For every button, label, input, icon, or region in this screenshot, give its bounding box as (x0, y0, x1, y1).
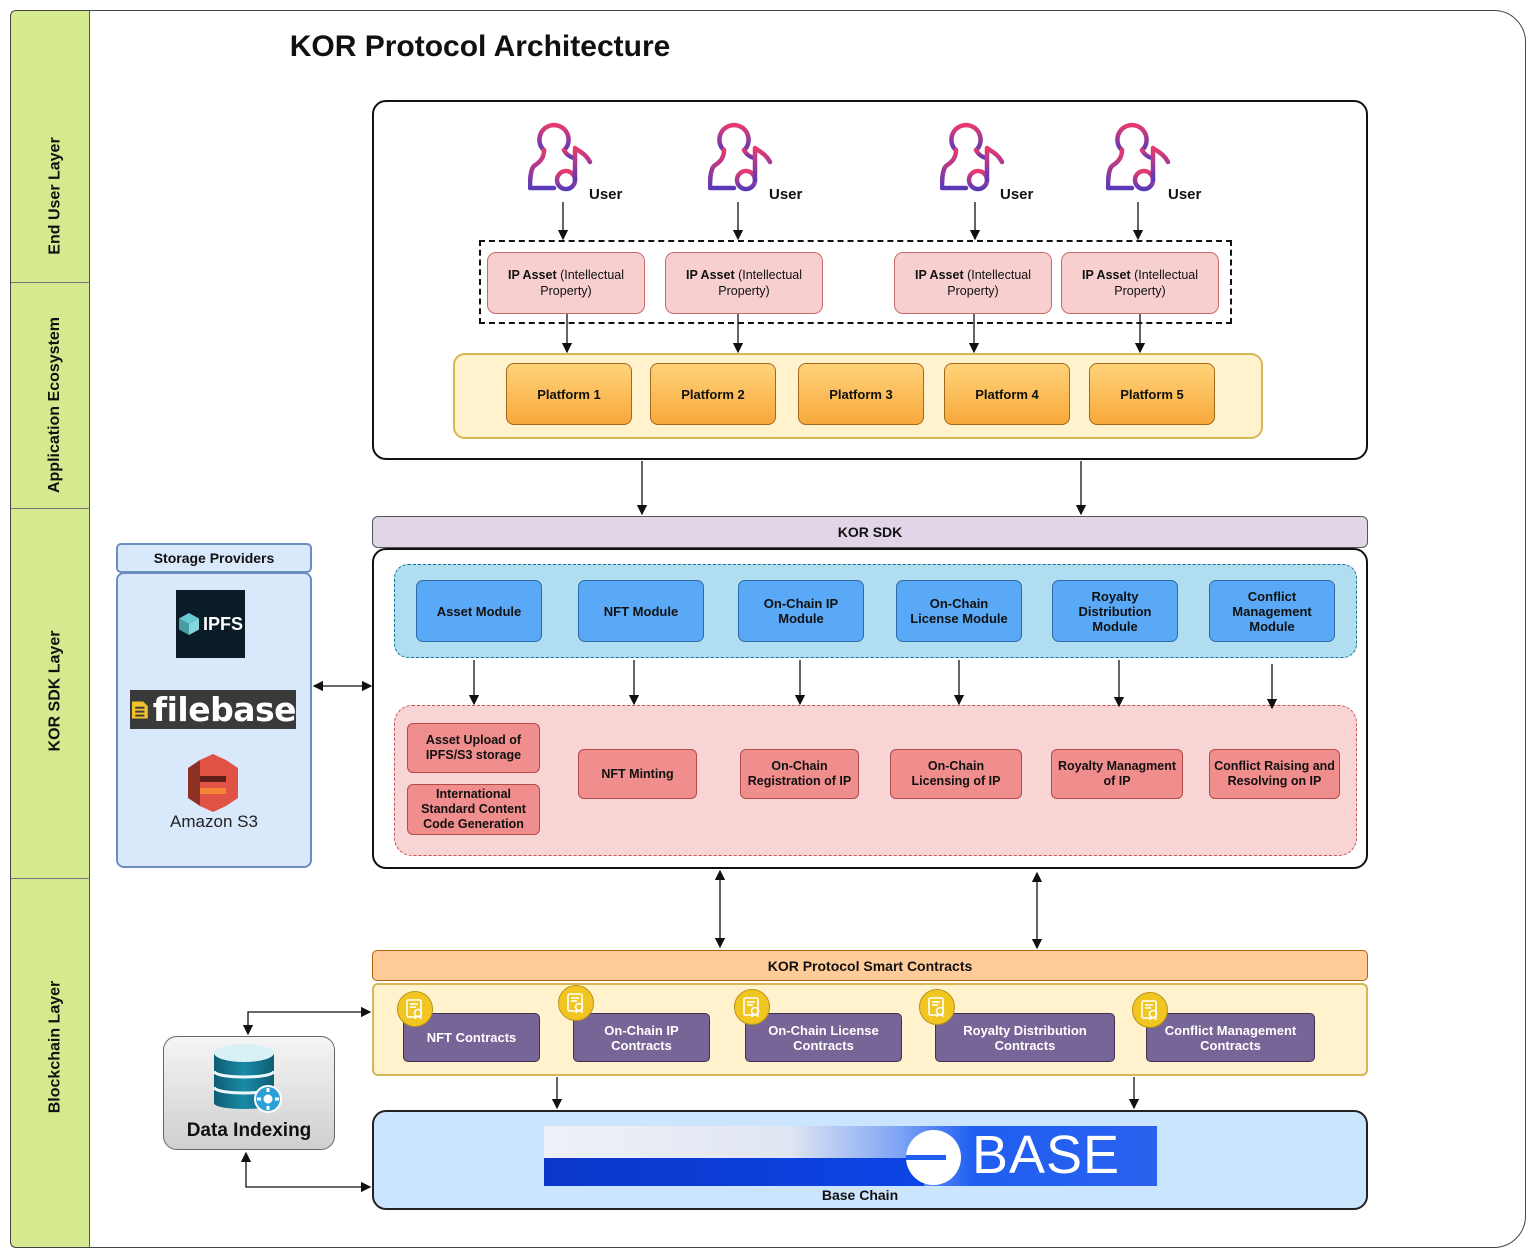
royalty-distribution-module: Royalty Distribution Module (1052, 580, 1178, 642)
asset-upload-function: Asset Upload of IPFS/S3 storage (407, 723, 540, 773)
user-label: User (1000, 186, 1034, 203)
data-indexing-label: Data Indexing (186, 1120, 312, 1141)
user-icon (527, 120, 598, 196)
diagram-frame (10, 10, 1526, 1248)
module-group (394, 564, 1357, 658)
platform-1: Platform 1 (506, 363, 632, 425)
asset-module: Asset Module (416, 580, 542, 642)
base-banner-stripe (544, 1158, 924, 1186)
nft-module: NFT Module (578, 580, 704, 642)
ip-asset-card: IP Asset (Intellectual Property) (487, 252, 645, 314)
base-logo-text: BASE (972, 1126, 1121, 1185)
certificate-icon (397, 991, 433, 1027)
storage-providers-header: Storage Providers (116, 543, 312, 573)
base-circle-icon (906, 1130, 961, 1185)
platform-5: Platform 5 (1089, 363, 1215, 425)
user-label: User (1168, 186, 1202, 203)
user-icon (939, 120, 1010, 196)
filebase-logo: filebase (130, 690, 297, 729)
conflict-management-contracts: Conflict Management Contracts (1146, 1013, 1315, 1062)
user-label: User (769, 186, 803, 203)
onchain-ip-module: On-Chain IP Module (738, 580, 864, 642)
platform-4: Platform 4 (944, 363, 1070, 425)
certificate-icon (734, 989, 770, 1025)
filebase-file-icon (131, 700, 148, 719)
onchain-ip-contracts: On-Chain IP Contracts (573, 1013, 710, 1062)
certificate-icon (1132, 992, 1168, 1028)
ip-asset-card: IP Asset (Intellectual Property) (665, 252, 823, 314)
royalty-management-function: Royalty Managment of IP (1051, 749, 1183, 799)
function-group (394, 705, 1357, 856)
lane-divider (11, 878, 90, 879)
base-logo-banner: BASE (544, 1126, 1157, 1186)
onchain-registration-function: On-Chain Registration of IP (740, 749, 859, 799)
user-icon (1105, 120, 1176, 196)
onchain-license-module: On-Chain License Module (896, 580, 1022, 642)
database-settings-icon (212, 1041, 286, 1115)
platform-3: Platform 3 (798, 363, 924, 425)
ip-asset-card: IP Asset (Intellectual Property) (1061, 252, 1219, 314)
certificate-icon (558, 985, 594, 1021)
onchain-license-contracts: On-Chain License Contracts (745, 1013, 902, 1062)
nft-minting-function: NFT Minting (578, 749, 697, 799)
ipfs-cube-icon (178, 613, 199, 635)
ip-asset-group (479, 240, 1232, 324)
iscc-generation-function: International Standard Content Code Gene… (407, 784, 540, 835)
amazon-s3-icon (186, 752, 240, 814)
amazon-s3-label: Amazon S3 (170, 812, 258, 831)
ip-asset-card: IP Asset (Intellectual Property) (894, 252, 1052, 314)
user-icon (707, 120, 778, 196)
lane-bar (11, 11, 90, 1247)
smart-contracts-bar: KOR Protocol Smart Contracts (372, 950, 1368, 981)
certificate-icon (919, 989, 955, 1025)
conflict-resolution-function: Conflict Raising and Resolving on IP (1209, 749, 1340, 799)
kor-sdk-bar: KOR SDK (372, 516, 1368, 548)
lane-divider (11, 508, 90, 509)
indexing-base-arrow (240, 1151, 372, 1193)
ipfs-logo: IPFS (176, 590, 245, 658)
user-label: User (589, 186, 623, 203)
page-title: KOR Protocol Architecture (289, 30, 671, 63)
royalty-distribution-contracts: Royalty Distribution Contracts (935, 1013, 1115, 1062)
base-chain-label: Base Chain (821, 1187, 899, 1203)
conflict-management-module: Conflict Management Module (1209, 580, 1335, 642)
lane-divider (11, 282, 90, 283)
onchain-licensing-function: On-Chain Licensing of IP (890, 749, 1022, 799)
platform-2: Platform 2 (650, 363, 776, 425)
indexing-contracts-arrow (242, 1006, 372, 1036)
